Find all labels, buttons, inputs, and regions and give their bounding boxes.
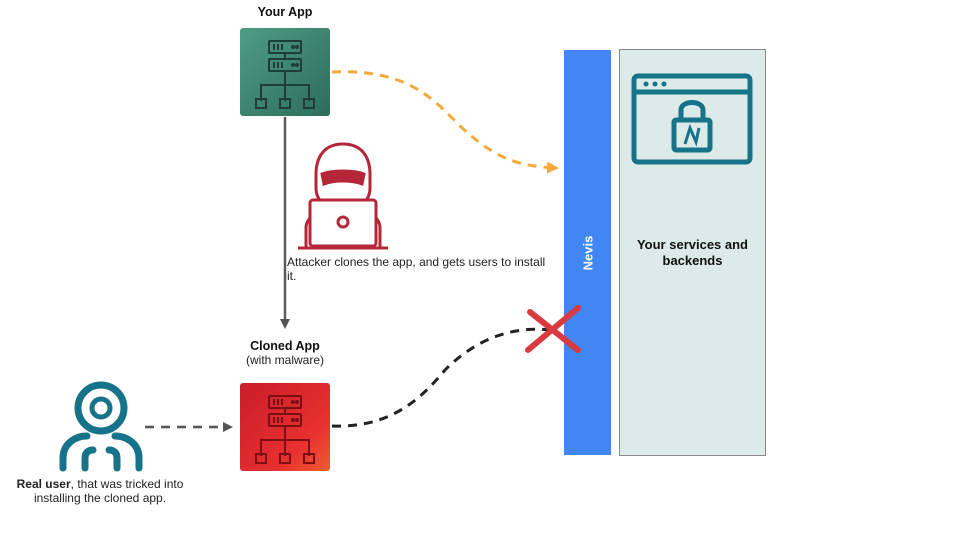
cloned-app-title: Cloned App	[250, 339, 320, 353]
your-app-box	[240, 28, 330, 116]
nevis-label: Nevis	[580, 235, 595, 270]
cloned-app-subtitle: (with malware)	[245, 353, 324, 367]
real-user-text: , that was tricked into installing the c…	[33, 477, 184, 505]
hacker-laptop-icon	[298, 142, 388, 250]
browser-lock-icon	[631, 73, 753, 165]
attacker-caption: Attacker clones the app, and gets users …	[287, 255, 546, 283]
user-icon	[59, 381, 143, 472]
services-label: Your services and backends	[636, 237, 749, 268]
cloned-app-box	[240, 383, 330, 471]
real-user-name: Real user	[16, 477, 71, 491]
server-network-icon	[255, 40, 315, 109]
your-app-title: Your App	[257, 5, 313, 19]
nevis-bar: Nevis	[564, 50, 611, 455]
services-panel: Your services and backends	[619, 49, 766, 456]
server-network-icon	[255, 395, 315, 464]
real-user-caption: Real user, that was tricked into install…	[0, 477, 200, 505]
blocked-flow-arrow	[331, 327, 551, 428]
x-mark-icon	[525, 305, 581, 353]
legit-flow-arrow	[331, 70, 559, 174]
